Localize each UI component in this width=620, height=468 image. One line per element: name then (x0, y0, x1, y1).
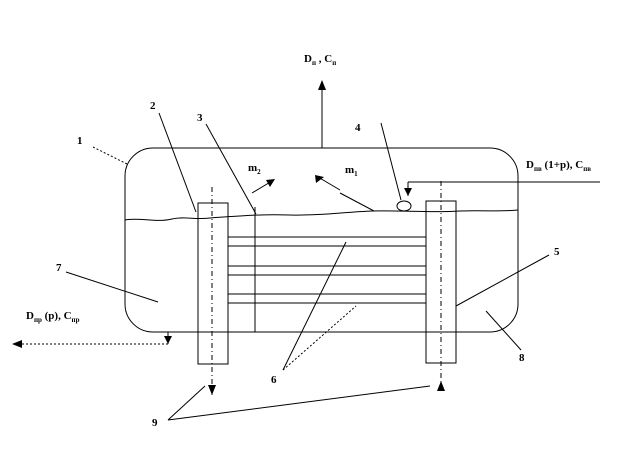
feed-inlet-arrowhead (404, 188, 412, 196)
m1-direction-arrowhead (315, 175, 324, 183)
callout-8: 8 (519, 352, 525, 364)
blowdown-arrowhead (12, 340, 22, 348)
left-chamber (197, 202, 229, 365)
callout-2: 2 (150, 100, 156, 112)
leader-8 (485, 310, 522, 351)
leader-1 (92, 146, 128, 165)
heating-tube-3 (227, 293, 427, 304)
leader-3 (205, 123, 257, 215)
leader-6b (282, 305, 357, 371)
right-medium-in-arrowhead (437, 381, 445, 391)
callout-3: 3 (197, 112, 203, 124)
leader-2 (158, 112, 197, 213)
leader-5 (455, 254, 550, 307)
left-medium-out-arrowhead (208, 385, 216, 395)
feed-inlet-label: Dпв (1+p), Cпв (526, 159, 591, 173)
water-level-line (124, 209, 519, 221)
callout-4: 4 (355, 122, 361, 134)
leader-9a (167, 385, 206, 421)
callout-1: 1 (77, 135, 83, 147)
callout-6: 6 (271, 374, 277, 386)
m2-direction-arrowhead (266, 179, 275, 187)
m2-label: m2 (248, 162, 261, 176)
float-element (396, 200, 412, 212)
blowdown-label: Dпр (p), Cпр (26, 310, 80, 324)
m1-direction-line (317, 176, 341, 191)
leader-9b (167, 385, 431, 421)
steam-outlet-arrowhead (318, 80, 326, 90)
surface-pointer-line (339, 192, 375, 212)
m1-label: m1 (345, 164, 358, 178)
heating-tube-2 (227, 265, 427, 276)
callout-7: 7 (56, 262, 62, 274)
callout-9: 9 (152, 417, 158, 429)
leader-6a (282, 241, 347, 371)
leader-4 (380, 122, 402, 201)
blowdown-drop-arrowhead (164, 336, 172, 344)
steam-outlet-label: Dп , Cп (304, 53, 336, 67)
callout-5: 5 (554, 246, 560, 258)
heating-tube-1 (227, 236, 427, 247)
leader-7 (65, 271, 159, 303)
